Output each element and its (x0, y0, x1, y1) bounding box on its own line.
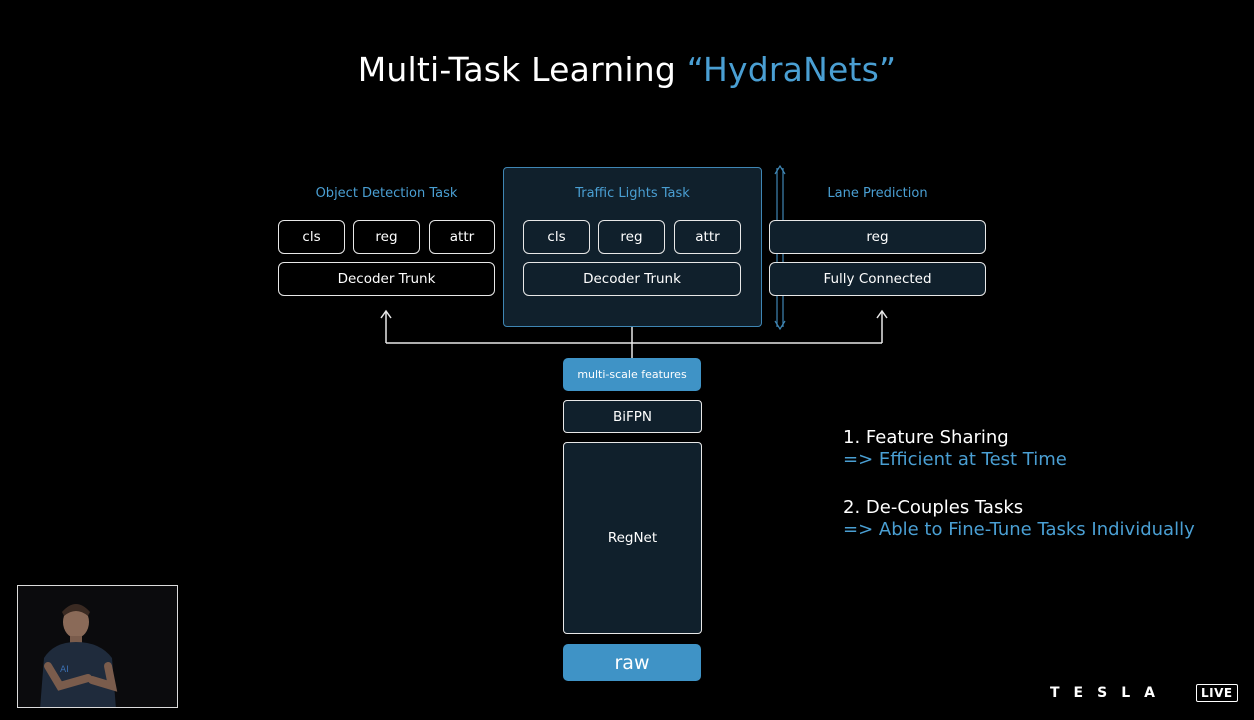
tl-reg-box: reg (598, 220, 665, 254)
speaker-figure: AI (18, 586, 177, 707)
point-2-heading: 2. De-Couples Tasks (843, 497, 1024, 518)
raw-input-box: raw (563, 644, 701, 681)
object-detection-label: Object Detection Task (315, 186, 458, 201)
point-1-detail: => Efficient at Test Time (843, 449, 1067, 470)
speaker-video-inset: AI (17, 585, 178, 708)
traffic-lights-label: Traffic Lights Task (575, 186, 690, 201)
lane-prediction-label: Lane Prediction (827, 186, 928, 201)
svg-text:AI: AI (60, 665, 69, 675)
lane-fully-connected: Fully Connected (769, 262, 986, 296)
regnet-box: RegNet (563, 442, 702, 634)
title-accent: “HydraNets” (686, 50, 897, 89)
od-attr-box: attr (429, 220, 495, 254)
od-decoder-trunk: Decoder Trunk (278, 262, 495, 296)
point-2-detail: => Able to Fine-Tune Tasks Individually (843, 519, 1195, 540)
multi-scale-features-box: multi-scale features (563, 358, 701, 391)
key-points: 1. Feature Sharing => Efficient at Test … (843, 427, 1243, 541)
tesla-logo: TESLA (1050, 685, 1169, 701)
lane-reg-box: reg (769, 220, 986, 254)
od-cls-box: cls (278, 220, 345, 254)
title-main: Multi-Task Learning (357, 50, 687, 89)
point-1-heading: 1. Feature Sharing (843, 427, 1009, 448)
tl-cls-box: cls (523, 220, 590, 254)
tl-decoder-trunk: Decoder Trunk (523, 262, 741, 296)
tl-attr-box: attr (674, 220, 741, 254)
bifpn-box: BiFPN (563, 400, 702, 433)
od-reg-box: reg (353, 220, 420, 254)
slide-title: Multi-Task Learning “HydraNets” (0, 50, 1254, 89)
live-badge: LIVE (1196, 684, 1238, 702)
